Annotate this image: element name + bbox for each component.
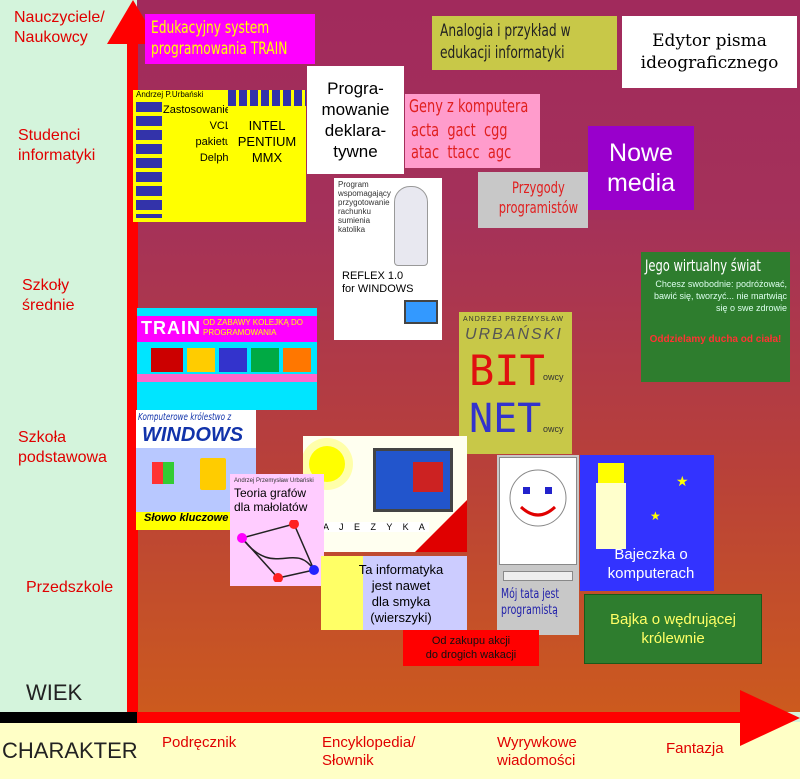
castle-icon	[413, 462, 443, 492]
crown-icon	[598, 463, 624, 483]
item-moj-tata: Mój tata jest programistą	[497, 455, 579, 635]
y-label-szkoly-srednie: Szkoły średnie	[22, 277, 75, 314]
king-figure-icon	[596, 483, 626, 549]
item-analogia: Analogia i przykład w edukacji informaty…	[432, 16, 617, 70]
y-axis-title: WIEK	[26, 680, 83, 705]
x-axis-arrow-icon	[740, 690, 800, 746]
x-axis-title: CHARAKTER	[2, 738, 138, 763]
item-bitnet-book: ANDRZEJ PRZEMYSŁAW URBAŃSKI BIT owcy NET…	[459, 312, 572, 454]
y-label-szkola-podstawowa: Szkoła podstawowa	[18, 429, 107, 466]
wagon-icon	[187, 348, 215, 372]
x-label-encyklopedia: Encyklopedia/ Słownik	[322, 734, 416, 769]
praying-figure-icon	[394, 186, 428, 266]
item-bajka: Bajka o wędrującej królewnie	[584, 594, 762, 664]
x-label-fantazja: Fantazja	[666, 740, 724, 757]
left-band	[0, 0, 130, 712]
item-geny: Geny z komputera acta gact cgg atac ttac…	[405, 94, 540, 168]
king-figure-icon	[200, 458, 226, 490]
wagon-icon	[219, 348, 247, 372]
wagon-icon	[283, 348, 311, 372]
y-label-nauczyciele: Nauczyciele/ Naukowcy	[14, 9, 105, 46]
item-od-zakupu: Od zakupu akcji do drogich wakacji	[403, 630, 539, 666]
item-train-book: TRAIN OD ZABAWY KOLEJKĄ DO PROGRAMOWANIA	[137, 308, 317, 410]
item-wirtualny: Jego wirtualny świat Chcesz swobodnie: p…	[641, 252, 790, 382]
item-programowanie: Progra- mowanie deklara- tywne	[307, 66, 404, 174]
item-reflex: Program wspomagający przygotowanie rachu…	[334, 178, 442, 340]
smiley-face-icon	[509, 469, 567, 527]
star-icon: ★	[650, 509, 661, 523]
intel-pattern	[228, 90, 306, 106]
item-windows-book: Komputerowe królestwo z WINDOWS Słowo kl…	[136, 410, 256, 530]
item-przygody: Przygody programistów	[478, 172, 588, 228]
train-track	[137, 374, 317, 382]
windows-logo-icon	[152, 462, 174, 484]
slider-control	[503, 571, 573, 581]
x-label-podrecznik: Podręcznik	[162, 734, 237, 751]
child-figure-icon	[321, 556, 363, 630]
item-vcl-book: Andrzej P.Urbański Zastosowanie bibliote…	[133, 90, 233, 222]
item-intel-book: INTEL PENTIUM MMX	[228, 90, 306, 222]
computer-icon	[404, 300, 438, 324]
x-axis	[137, 712, 745, 723]
locomotive-icon	[151, 348, 183, 372]
vcl-pattern	[136, 102, 162, 218]
y-label-przedszkole: Przedszkole	[26, 579, 114, 596]
item-bajeczka: ★ ★ Bajeczka o komputerach	[580, 455, 714, 591]
item-grafy: Andrzej Przemysław Urbański Teoria grafó…	[230, 474, 324, 586]
item-train-system: Edukacyjny system programowania TRAIN	[145, 14, 315, 64]
bottom-band	[0, 722, 800, 779]
y-label-studenci: Studenci informatyki	[18, 127, 96, 164]
train-title-band	[137, 316, 317, 342]
wagon-icon	[251, 348, 279, 372]
item-edytor: Edytor pisma ideograficznego	[622, 16, 797, 88]
graph-diagram-icon	[237, 520, 319, 582]
item-nowe-media: Nowe media	[588, 126, 694, 210]
item-informatyka-cover: A J E Z Y K A	[303, 436, 467, 552]
red-triangle-decoration	[415, 500, 467, 552]
y-axis	[127, 38, 138, 722]
item-ta-informatyka: Ta informatyka jest nawet dla smyka (wie…	[321, 556, 467, 630]
x-label-wyrywkowe: Wyrywkowe wiadomości	[497, 734, 577, 769]
star-icon: ★	[676, 473, 689, 489]
